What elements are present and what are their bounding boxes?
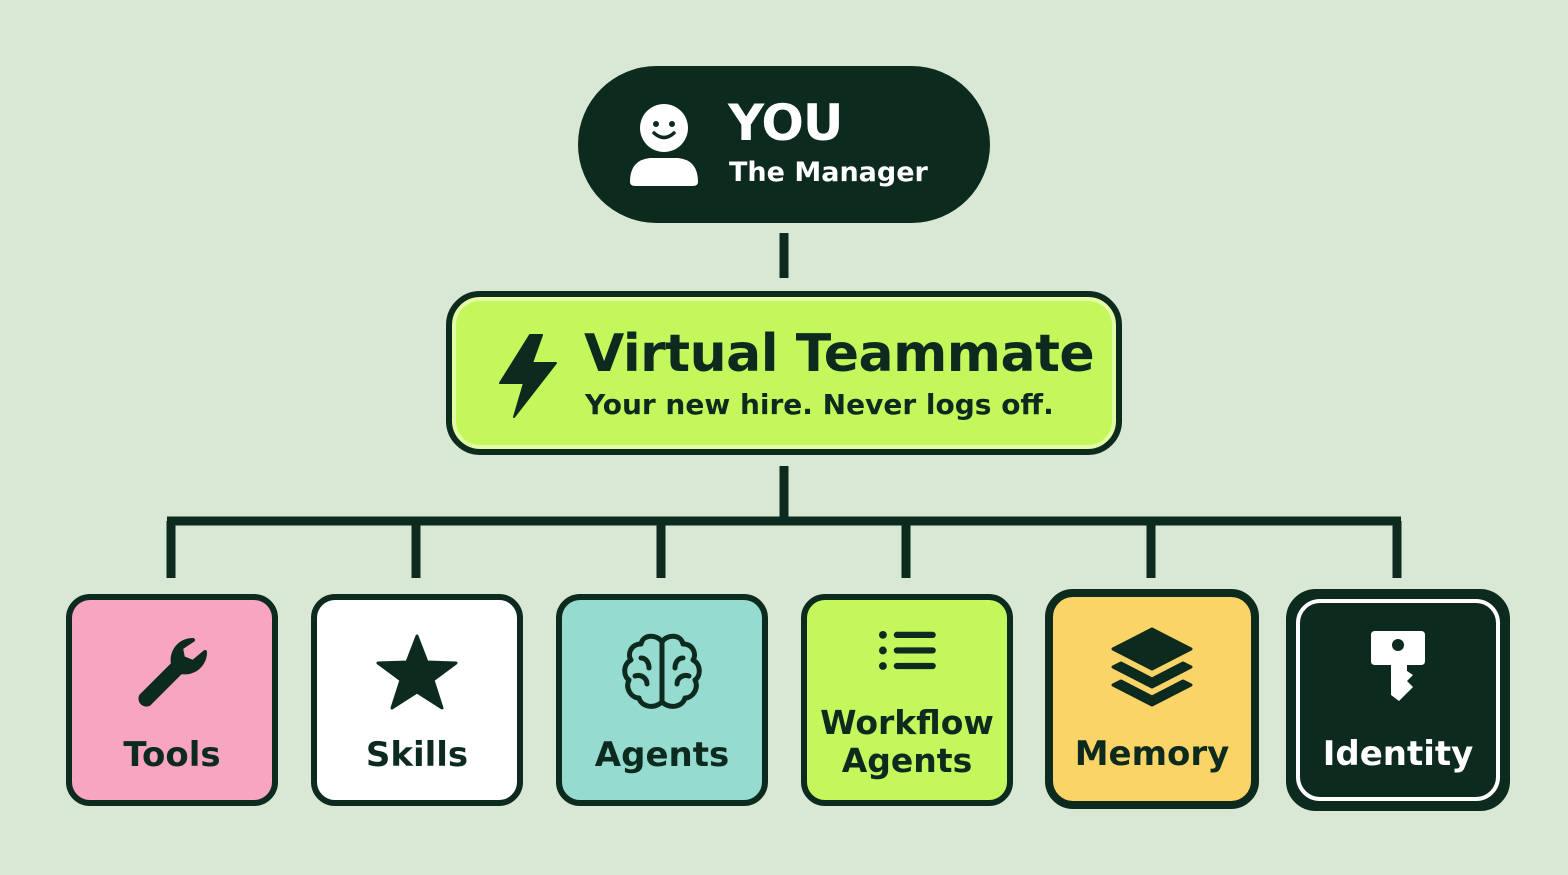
capability-label-line2: Agents: [841, 741, 973, 780]
capability-label: Memory: [1074, 734, 1230, 774]
teammate-node: Virtual Teammate Your new hire. Never lo…: [446, 291, 1122, 455]
capability-label-line1: Workflow: [820, 703, 994, 742]
brain-icon: [622, 633, 702, 709]
manager-node: YOU The Manager: [578, 66, 990, 223]
capability-card-memory: Memory: [1045, 589, 1259, 809]
capability-card-identity: Identity: [1286, 589, 1510, 811]
identity-ring: [1296, 599, 1500, 801]
manager-subtitle: The Manager: [729, 157, 928, 188]
teammate-title: Virtual Teammate: [584, 324, 1095, 384]
key-icon: [1371, 631, 1425, 701]
capability-card-tools: Tools: [66, 594, 278, 806]
capability-label: Skills: [365, 735, 469, 775]
wrench-icon: [138, 637, 208, 707]
star-icon: [376, 634, 458, 710]
layers-icon: [1111, 627, 1193, 707]
manager-title: YOU: [728, 94, 844, 152]
teammate-subtitle: Your new hire. Never logs off.: [585, 388, 1054, 421]
capability-label: Workflow Agents: [807, 704, 1007, 780]
capability-label: Identity: [1322, 734, 1474, 774]
capability-label: Tools: [123, 735, 221, 775]
capability-card-skills: Skills: [311, 594, 523, 806]
capability-card-agents: Agents: [556, 594, 768, 806]
capability-label: Agents: [594, 735, 730, 775]
capability-card-workflow-agents: Workflow Agents: [801, 594, 1013, 806]
lightning-bolt-icon: [499, 334, 557, 418]
list-icon: [879, 631, 936, 670]
person-smile-icon: [630, 104, 698, 186]
